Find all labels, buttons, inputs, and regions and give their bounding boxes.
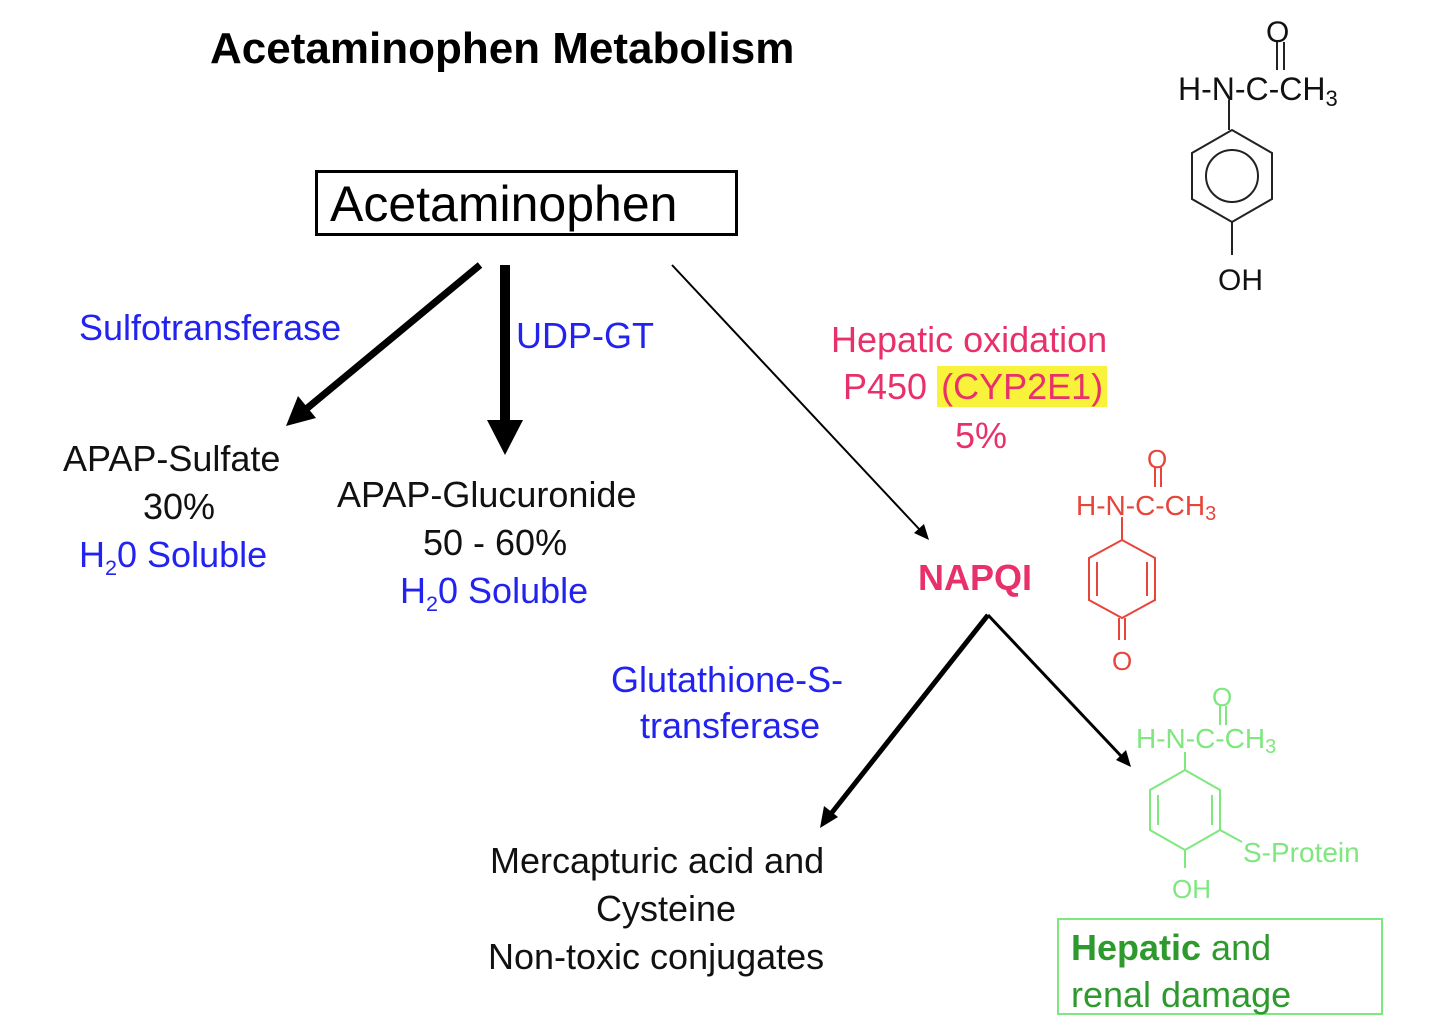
udp-gt-label: UDP-GT xyxy=(516,315,654,356)
apap-oh: OH xyxy=(1218,264,1263,297)
hepatic-percent-label: 5% xyxy=(955,415,1008,456)
p450-label: P450 (CYP2E1) xyxy=(843,366,1108,407)
napqi-o-bottom: O xyxy=(1112,646,1132,676)
adduct-o: O xyxy=(1212,682,1232,712)
arrow-hepatic-oxidation xyxy=(671,264,929,540)
arrow-glutathione xyxy=(820,613,990,828)
apap-sulfate-solubility: H20 Soluble xyxy=(79,534,268,580)
damage-line1: Hepatic and xyxy=(1071,927,1272,968)
cyp2e1-highlight: (CYP2E1) xyxy=(937,366,1108,407)
apap-chain: H-N-C-CH3 xyxy=(1178,71,1338,111)
apap-o: O xyxy=(1266,16,1289,49)
glutathione-label-line2: transferase xyxy=(640,705,821,746)
adduct-s-protein: S-Protein xyxy=(1243,837,1360,868)
arrow-protein-binding xyxy=(986,613,1131,767)
apap-sulfate-name: APAP-Sulfate xyxy=(63,438,281,479)
arrow-sulfotransferase xyxy=(286,262,483,426)
adduct-oh: OH xyxy=(1172,874,1211,904)
glutathione-label-line1: Glutathione-S- xyxy=(611,659,844,700)
hepatic-oxidation-label: Hepatic oxidation xyxy=(831,319,1108,360)
apap-sulfate-percent: 30% xyxy=(143,486,216,527)
adduct-chain: H-N-C-CH3 xyxy=(1136,723,1276,758)
mercapturic-line1: Mercapturic acid and xyxy=(490,840,825,881)
apap-glucuronide-name: APAP-Glucuronide xyxy=(337,474,637,515)
acetaminophen-label: Acetaminophen xyxy=(330,176,678,232)
p450-text: P450 xyxy=(843,366,928,407)
arrow-udp-gt xyxy=(487,265,523,455)
hepatic-damage-box: Hepatic and renal damage xyxy=(1057,918,1383,1015)
napqi-chain: H-N-C-CH3 xyxy=(1076,490,1216,525)
diagram-title: Acetaminophen Metabolism xyxy=(210,24,795,73)
sulfotransferase-label: Sulfotransferase xyxy=(79,307,342,348)
mercapturic-line3: Non-toxic conjugates xyxy=(488,936,825,977)
damage-line2: renal damage xyxy=(1071,974,1292,1015)
acetaminophen-box: Acetaminophen xyxy=(315,170,738,236)
apap-glucuronide-percent: 50 - 60% xyxy=(423,522,568,563)
napqi-o-top: O xyxy=(1147,444,1167,474)
mercapturic-line2: Cysteine xyxy=(596,888,737,929)
napqi-label: NAPQI xyxy=(918,557,1033,598)
apap-glucuronide-solubility: H20 Soluble xyxy=(400,570,589,616)
